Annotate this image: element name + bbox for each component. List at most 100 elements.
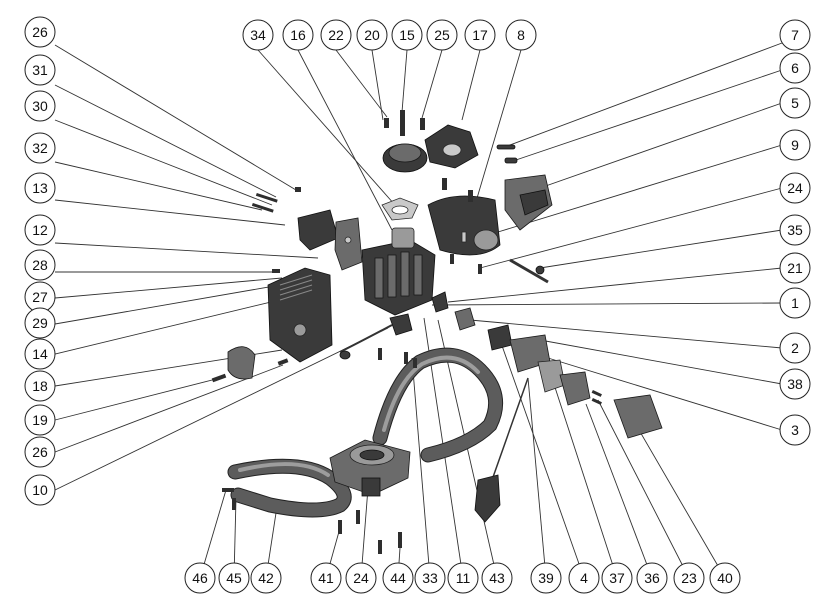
callout-circle <box>24 214 56 246</box>
callout-22: 22 <box>320 19 352 51</box>
callout-24a: 24 <box>779 172 811 204</box>
callout-19: 19 <box>24 404 56 436</box>
callout-circle <box>779 368 811 400</box>
callout-number: 33 <box>422 570 438 586</box>
callout-circle <box>218 562 250 594</box>
callout-number: 13 <box>32 180 48 196</box>
callout-36: 36 <box>636 562 668 594</box>
callout-number: 26 <box>32 444 48 460</box>
callout-number: 17 <box>472 27 488 43</box>
callout-circle <box>426 19 458 51</box>
callout-circle <box>779 414 811 446</box>
callout-31: 31 <box>24 54 56 86</box>
callout-33: 33 <box>414 562 446 594</box>
callout-circle <box>24 338 56 370</box>
callout-circle <box>24 16 56 48</box>
callout-number: 25 <box>434 27 450 43</box>
callout-circle <box>24 370 56 402</box>
callout-circle <box>24 249 56 281</box>
callout-circle <box>530 562 562 594</box>
carburetor-cover <box>613 394 663 439</box>
callout-circle <box>310 562 342 594</box>
callout-number: 6 <box>791 60 799 76</box>
callout-number: 15 <box>399 27 415 43</box>
carburetor-assembly <box>431 291 591 406</box>
callout-46: 46 <box>184 562 216 594</box>
callout-number: 10 <box>32 482 48 498</box>
callout-circle <box>184 562 216 594</box>
callout-number: 7 <box>791 27 799 43</box>
callout-circle <box>391 19 423 51</box>
callout-number: 11 <box>456 570 471 586</box>
callout-number: 36 <box>644 570 660 586</box>
callout-circle <box>636 562 668 594</box>
callout-circle <box>24 404 56 436</box>
callout-circle <box>250 562 282 594</box>
callout-number: 24 <box>353 570 369 586</box>
throttle-cable <box>339 313 413 360</box>
callout-circle <box>24 90 56 122</box>
side-cover <box>504 174 553 231</box>
callout-number: 31 <box>32 62 48 78</box>
callout-circle <box>320 19 352 51</box>
callout-circle <box>505 19 537 51</box>
callout-35: 35 <box>779 214 811 246</box>
callout-34: 34 <box>242 19 274 51</box>
callout-circle <box>779 332 811 364</box>
callout-number: 45 <box>226 570 242 586</box>
callout-9: 9 <box>779 129 811 161</box>
callout-32: 32 <box>24 132 56 164</box>
air-filter-cover <box>297 209 363 271</box>
callout-11: 11 <box>447 562 479 594</box>
callout-23: 23 <box>673 562 705 594</box>
callout-circle <box>282 19 314 51</box>
callout-43: 43 <box>481 562 513 594</box>
callout-1: 1 <box>779 287 811 319</box>
callout-13: 13 <box>24 172 56 204</box>
callout-number: 26 <box>32 24 48 40</box>
callout-37: 37 <box>601 562 633 594</box>
callout-20: 20 <box>356 19 388 51</box>
engine-cover <box>427 195 501 256</box>
callout-number: 1 <box>791 295 799 311</box>
callout-26b: 26 <box>24 436 56 468</box>
callout-number: 5 <box>791 95 799 111</box>
callout-number: 19 <box>32 412 48 428</box>
callout-3: 3 <box>779 414 811 446</box>
callout-circle <box>779 52 811 84</box>
callout-number: 9 <box>791 137 799 153</box>
callout-number: 35 <box>787 222 803 238</box>
callout-number: 30 <box>32 98 48 114</box>
engine-block <box>361 227 436 316</box>
spark-plug <box>509 258 549 284</box>
callout-16: 16 <box>282 19 314 51</box>
callout-number: 14 <box>32 346 48 362</box>
callout-40: 40 <box>709 562 741 594</box>
callout-number: 28 <box>32 257 48 273</box>
callout-number: 2 <box>791 340 799 356</box>
callout-number: 23 <box>681 570 697 586</box>
callout-number: 20 <box>364 27 380 43</box>
callout-24b: 24 <box>345 562 377 594</box>
callout-circle <box>356 19 388 51</box>
callout-circle <box>673 562 705 594</box>
callout-circle <box>779 252 811 284</box>
callout-number: 34 <box>250 27 266 43</box>
callout-6: 6 <box>779 52 811 84</box>
callout-circle <box>601 562 633 594</box>
callout-5: 5 <box>779 87 811 119</box>
throttle-lever <box>474 377 529 523</box>
callout-number: 41 <box>318 570 334 586</box>
callout-number: 22 <box>328 27 344 43</box>
callout-27: 27 <box>24 281 56 313</box>
callout-circle <box>24 132 56 164</box>
callout-number: 32 <box>32 140 48 156</box>
bolts <box>211 110 602 554</box>
callout-circle <box>447 562 479 594</box>
callout-number: 43 <box>489 570 505 586</box>
callout-circle <box>779 172 811 204</box>
callout-circle <box>464 19 496 51</box>
callout-circle <box>382 562 414 594</box>
